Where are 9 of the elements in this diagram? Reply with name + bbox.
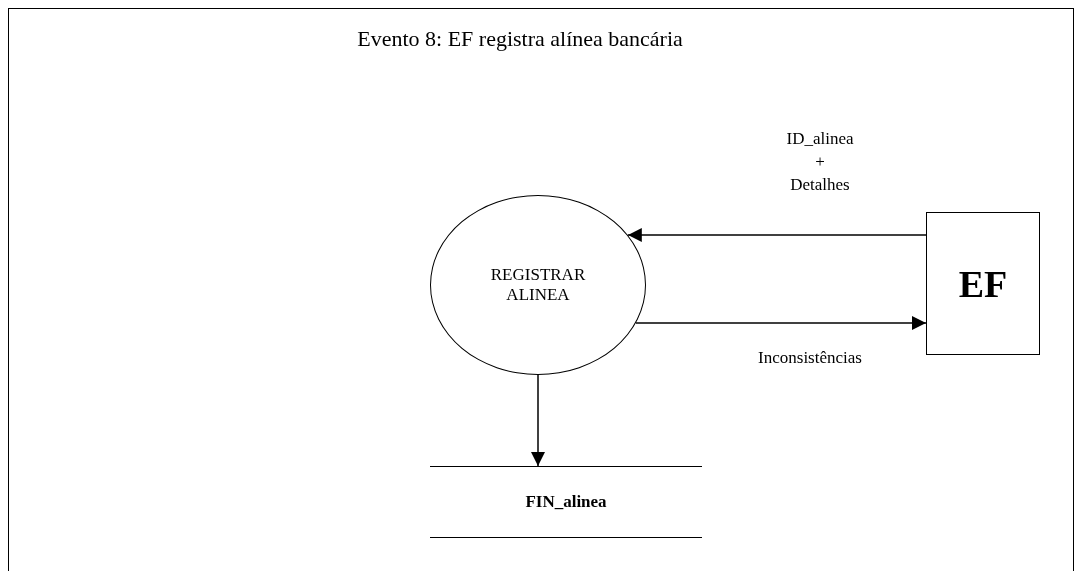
node-label: REGISTRAR ALINEA — [489, 265, 587, 305]
node-label: EF — [958, 261, 1008, 306]
entity-box — [926, 212, 1040, 355]
diagram-title: Evento 8: EF registra alínea bancária — [356, 26, 684, 52]
arrow — [627, 228, 927, 242]
data-store — [430, 466, 702, 538]
arrow — [635, 316, 927, 330]
node-label: FIN_alinea — [525, 492, 607, 512]
arrow — [531, 374, 545, 467]
